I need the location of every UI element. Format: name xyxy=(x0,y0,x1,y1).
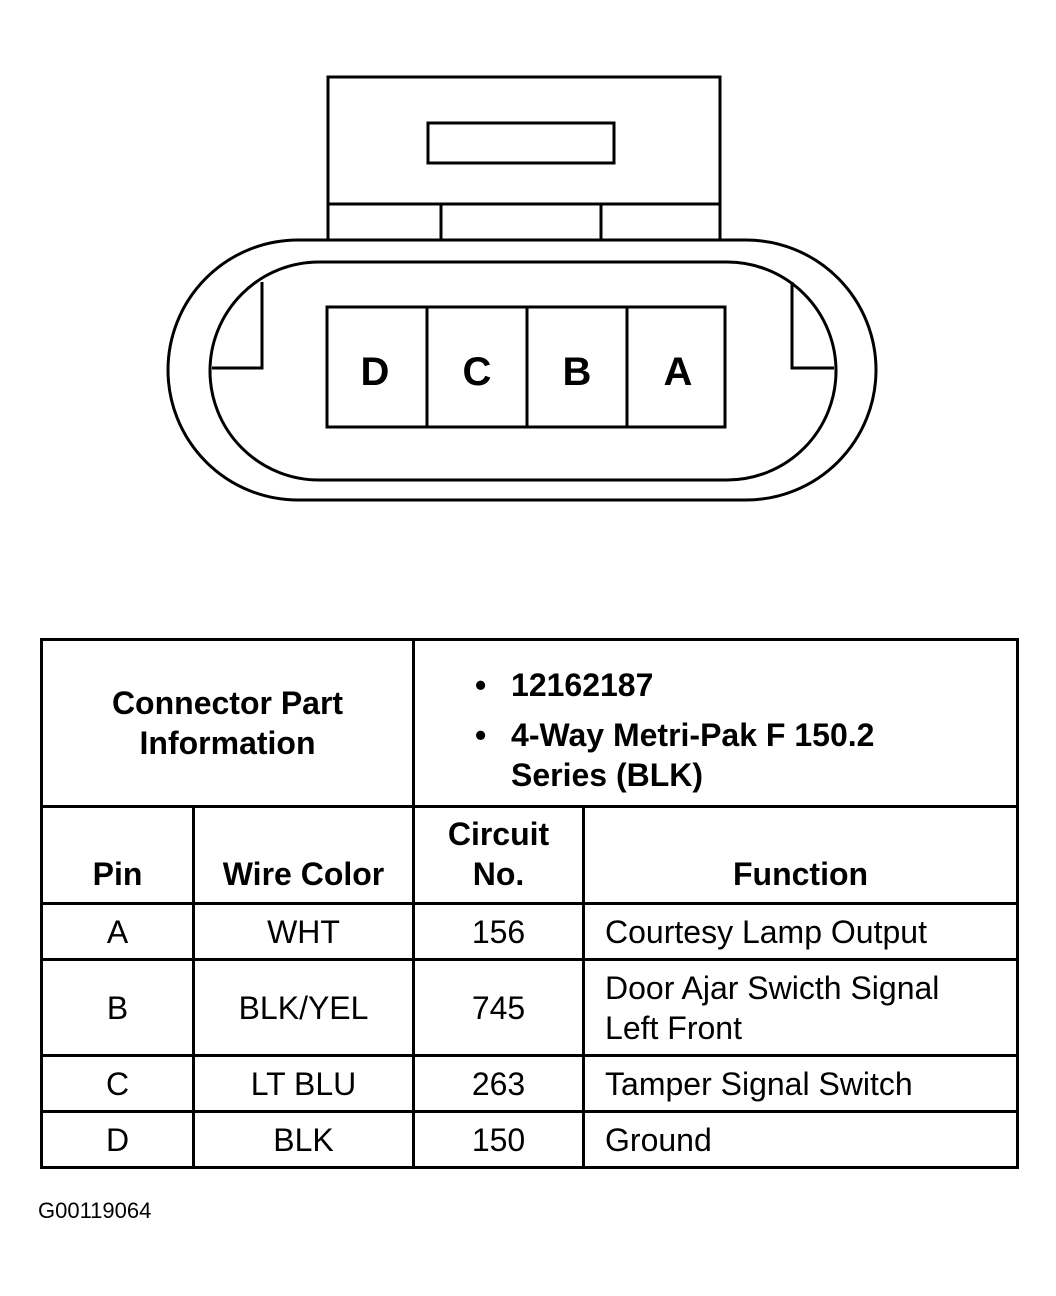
part-number-item: • 12162187 xyxy=(475,665,1016,705)
pin-label-d: D xyxy=(361,350,390,394)
connector-housing-outer xyxy=(166,238,878,502)
tab-slot xyxy=(426,121,616,165)
pin-label-a: A xyxy=(664,350,693,394)
pin-cell: D xyxy=(40,1110,195,1169)
part-info-row: Connector Part Information • 12162187 • … xyxy=(39,638,1020,808)
pin-cell: A xyxy=(40,902,195,961)
part-info-label-line1: Connector Part xyxy=(111,685,344,721)
table-row: B BLK/YEL 745 Door Ajar Swicth Signal Le… xyxy=(40,958,1020,1057)
pin-label-b: B xyxy=(563,350,592,394)
function-cell: Tamper Signal Switch xyxy=(582,1054,1020,1113)
header-circuit-no: Circuit No. xyxy=(412,805,586,905)
bullet-icon: • xyxy=(475,667,487,703)
pin-label-c: C xyxy=(463,350,492,394)
wire-color-cell: WHT xyxy=(191,902,416,961)
function-cell: Courtesy Lamp Output xyxy=(582,902,1020,961)
connector-housing-inner xyxy=(208,260,838,482)
part-info-label-line2: Information xyxy=(139,725,316,761)
pin-cell: C xyxy=(40,1054,195,1113)
part-description-line2: Series (BLK) xyxy=(511,757,704,793)
circuit-cell: 156 xyxy=(412,902,586,961)
table-row: C LT BLU 263 Tamper Signal Switch xyxy=(40,1054,1020,1113)
pin-cavity-a xyxy=(625,305,727,429)
left-key xyxy=(212,282,264,370)
table-row: D BLK 150 Ground xyxy=(40,1110,1020,1169)
function-cell: Ground xyxy=(582,1110,1020,1169)
part-info-list: • 12162187 • 4-Way Metri-Pak F 150.2 Ser… xyxy=(415,641,1016,795)
wire-color-cell: LT BLU xyxy=(191,1054,416,1113)
wire-color-cell: BLK xyxy=(191,1110,416,1169)
circuit-cell: 745 xyxy=(412,958,586,1057)
circuit-cell: 263 xyxy=(412,1054,586,1113)
table-row: A WHT 156 Courtesy Lamp Output xyxy=(40,902,1020,961)
function-cell: Door Ajar Swicth Signal Left Front xyxy=(582,958,1020,1057)
header-pin: Pin xyxy=(40,805,195,905)
connector-diagram: D C B A xyxy=(166,75,878,502)
part-description-line1: 4-Way Metri-Pak F 150.2 xyxy=(511,717,875,753)
part-info-value: • 12162187 • 4-Way Metri-Pak F 150.2 Ser… xyxy=(412,638,1020,808)
part-info-label: Connector Part Information xyxy=(39,638,416,808)
bullet-icon: • xyxy=(475,717,487,753)
part-description-item: • 4-Way Metri-Pak F 150.2 Series (BLK) xyxy=(475,715,1016,795)
header-wire-color: Wire Color xyxy=(191,805,416,905)
locking-tab xyxy=(326,75,722,242)
part-number: 12162187 xyxy=(511,667,654,703)
figure-id: G00119064 xyxy=(38,1198,152,1223)
pin-cell: B xyxy=(40,958,195,1057)
header-function: Function xyxy=(582,805,1020,905)
circuit-cell: 150 xyxy=(412,1110,586,1169)
right-key xyxy=(790,282,834,370)
wire-color-cell: BLK/YEL xyxy=(191,958,416,1057)
connector-pin-table: Connector Part Information • 12162187 • … xyxy=(39,638,1020,1169)
table-header-row: Pin Wire Color Circuit No. Function xyxy=(40,805,1020,905)
